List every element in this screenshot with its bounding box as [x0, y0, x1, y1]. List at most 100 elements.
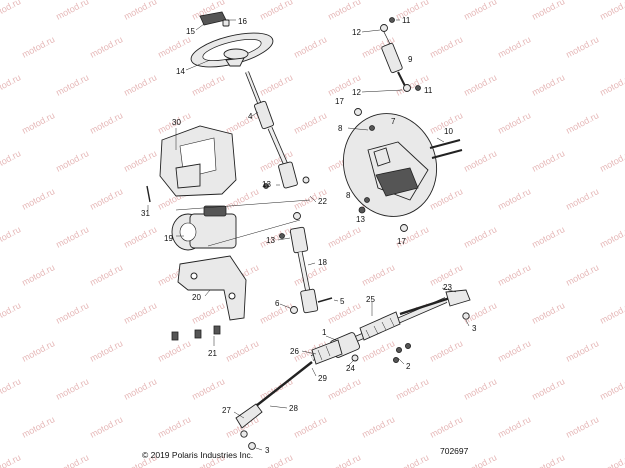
watermark-text: motod.ru	[326, 224, 362, 250]
part-label-5: 5	[340, 297, 345, 306]
dash-bolts	[354, 108, 463, 232]
part-label-11: 11	[424, 86, 433, 95]
part-label-20: 20	[192, 293, 201, 302]
watermark-text: motod.ru	[428, 414, 464, 440]
part-label-3: 3	[265, 446, 270, 455]
part-label-16: 16	[238, 17, 247, 26]
watermark-text: motod.ru	[530, 452, 566, 468]
part-label-14: 14	[176, 67, 185, 76]
watermark-text: motod.ru	[0, 224, 22, 250]
watermark-text: motod.ru	[530, 376, 566, 402]
watermark-text: motod.ru	[54, 376, 90, 402]
part-label-2: 2	[406, 362, 411, 371]
watermark-text: motod.ru	[0, 452, 22, 468]
part-label-17: 17	[397, 237, 406, 246]
watermark-text: motod.ru	[326, 452, 362, 468]
part-label-8: 8	[338, 124, 343, 133]
small-fasteners	[263, 176, 333, 314]
watermark-text: motod.ru	[462, 0, 498, 22]
watermark-text: motod.ru	[122, 72, 158, 98]
part-label-28: 28	[289, 404, 298, 413]
lower-intermediate-shaft	[289, 226, 319, 314]
steering-damper	[380, 17, 421, 92]
part-label-13: 13	[266, 236, 275, 245]
watermark-text: motod.ru	[530, 224, 566, 250]
watermark-text: motod.ru	[496, 414, 532, 440]
watermark-text: motod.ru	[564, 186, 600, 212]
upper-steering-shaft	[245, 71, 298, 189]
watermark-text: motod.ru	[122, 376, 158, 402]
watermark-text: motod.ru	[258, 224, 294, 250]
watermark-text: motod.ru	[88, 110, 124, 136]
watermark-text: motod.ru	[564, 338, 600, 364]
watermark-text: motod.ru	[564, 34, 600, 60]
watermark-text: motod.ru	[122, 224, 158, 250]
watermark-text: motod.ru	[20, 34, 56, 60]
part-label-1: 1	[322, 328, 327, 337]
watermark-text: motod.ru	[190, 376, 226, 402]
watermark-text: motod.ru	[598, 376, 625, 402]
watermark-text: motod.ru	[292, 110, 328, 136]
watermark-text: motod.ru	[156, 414, 192, 440]
watermark-text: motod.ru	[0, 148, 22, 174]
watermark-text: motod.ru	[598, 72, 625, 98]
watermark-text: motod.ru	[496, 110, 532, 136]
watermark-text: motod.ru	[258, 452, 294, 468]
part-label-13: 13	[262, 180, 271, 189]
cover-fastener	[146, 185, 151, 203]
steering-wheel	[190, 32, 274, 68]
watermark-text: motod.ru	[20, 186, 56, 212]
part-label-7: 7	[391, 117, 396, 126]
watermark-text: motod.ru	[122, 148, 158, 174]
watermark-text: motod.ru	[530, 148, 566, 174]
watermark-text: motod.ru	[0, 0, 22, 22]
watermark-text: motod.ru	[564, 110, 600, 136]
part-label-13: 13	[356, 215, 365, 224]
diagram-id: 702697	[440, 446, 469, 456]
watermark-text: motod.ru	[292, 414, 328, 440]
watermark-text: motod.ru	[20, 414, 56, 440]
part-label-21: 21	[208, 349, 217, 358]
watermark-text: motod.ru	[224, 186, 260, 212]
watermark-text: motod.ru	[88, 186, 124, 212]
watermark-text: motod.ru	[88, 338, 124, 364]
watermark-text: motod.ru	[54, 224, 90, 250]
watermark-text: motod.ru	[326, 0, 362, 22]
watermark-text: motod.ru	[530, 0, 566, 22]
right-tie-rod	[399, 289, 471, 320]
part-label-8: 8	[346, 191, 351, 200]
part-label-31: 31	[141, 209, 150, 218]
part-label-27: 27	[222, 406, 231, 415]
mount-bolts	[171, 325, 221, 341]
watermark-text: motod.ru	[292, 34, 328, 60]
eps-unit	[171, 205, 237, 251]
watermark-text: motod.ru	[360, 262, 396, 288]
part-label-18: 18	[318, 258, 327, 267]
part-label-4: 4	[248, 112, 253, 121]
watermark-text: motod.ru	[156, 34, 192, 60]
part-label-11: 11	[402, 16, 411, 25]
watermark-text: motod.ru	[0, 300, 22, 326]
watermark-text: motod.ru	[428, 34, 464, 60]
watermark-text: motod.ru	[598, 0, 625, 22]
dash-plate	[342, 113, 438, 217]
part-label-29: 29	[318, 374, 327, 383]
part-label-22: 22	[318, 197, 327, 206]
watermark-text: motod.ru	[564, 414, 600, 440]
watermark-text: motod.ru	[394, 452, 430, 468]
copyright-text: © 2019 Polaris Industries Inc.	[142, 450, 253, 460]
watermark-text: motod.ru	[462, 224, 498, 250]
watermark-text: motod.ru	[598, 224, 625, 250]
steering-wheel-cap	[199, 11, 230, 27]
watermark-text: motod.ru	[564, 262, 600, 288]
part-label-15: 15	[186, 27, 195, 36]
watermark-text: motod.ru	[496, 338, 532, 364]
watermark-text: motod.ru	[360, 414, 396, 440]
watermark-text: motod.ru	[54, 452, 90, 468]
watermark-text: motod.ru	[156, 338, 192, 364]
watermark-text: motod.ru	[258, 0, 294, 22]
watermark-text: motod.ru	[428, 186, 464, 212]
watermark-text: motod.ru	[20, 110, 56, 136]
